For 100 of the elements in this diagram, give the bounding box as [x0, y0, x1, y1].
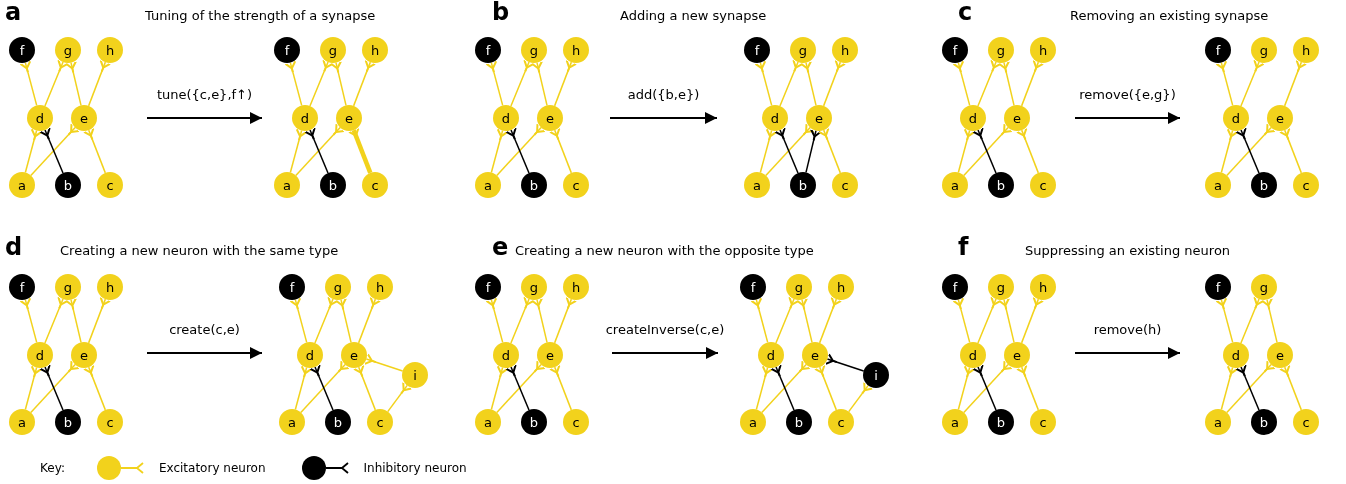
synapse-connection: [505, 127, 530, 174]
synapse-connection: [1240, 59, 1265, 107]
synapse-connection: [485, 60, 504, 107]
panel-title: Removing an existing synapse: [1070, 9, 1269, 22]
synapse-connection: [309, 59, 334, 107]
synapse-connection: [289, 128, 308, 174]
synapse-connection: [1235, 127, 1260, 174]
synapse-connection: [490, 365, 509, 411]
synapse-connection: [485, 297, 504, 344]
synapse-connection: [977, 59, 1002, 107]
synapse-connection: [1215, 297, 1234, 344]
synapse-connection: [1279, 364, 1303, 411]
panel-letter: e: [492, 235, 509, 259]
synapse-connection: [295, 123, 345, 177]
synapse-connection: [822, 59, 847, 107]
synapse-connection: [44, 296, 69, 344]
synapse-connection: [770, 364, 795, 411]
synapse-connection: [1235, 364, 1260, 411]
synapse-connection: [289, 297, 308, 344]
synapse-connection: [553, 296, 578, 344]
synapse-connection: [531, 60, 548, 107]
panel-title: Tuning of the strength of a synapse: [145, 9, 376, 22]
key-label: Key:: [40, 460, 65, 477]
panel-letter: d: [5, 235, 23, 259]
synapse-connection: [805, 128, 822, 174]
synapse-connection: [1226, 360, 1276, 414]
synapse-connection: [549, 127, 573, 174]
synapse-connection: [309, 364, 334, 411]
synapse-connection: [963, 360, 1013, 414]
synapse-connection: [848, 381, 874, 413]
synapse-connection: [496, 360, 546, 414]
operation-label: create(c,e): [169, 323, 240, 336]
synapse-connection: [44, 59, 69, 107]
synapse-connection: [24, 128, 43, 174]
synapse-connection: [957, 365, 976, 411]
synapse-connection: [39, 364, 64, 411]
panel-letter: a: [5, 0, 22, 24]
legend-label: Excitatory neuron: [158, 460, 266, 477]
synapse-connection: [490, 128, 509, 174]
synapse-connection: [549, 364, 573, 411]
operation-label: tune({c,e},f↑): [156, 88, 253, 101]
synapse-connection: [387, 381, 413, 413]
synapse-connection: [65, 60, 82, 107]
synapse-connection: [952, 60, 971, 107]
operation-label: add({b,e}): [627, 88, 700, 101]
synapse-connection: [83, 127, 107, 174]
synapse-connection: [957, 128, 976, 174]
synapse-connection: [348, 127, 373, 174]
synapse-connection: [818, 296, 843, 344]
synapse-connection: [353, 364, 377, 411]
synapse-connection: [87, 59, 112, 107]
synapse-connection: [963, 123, 1013, 177]
synapse-connection: [352, 59, 377, 107]
synapse-connection: [765, 123, 815, 177]
synapse-connection: [1240, 296, 1265, 344]
synapse-connection: [800, 60, 817, 107]
operation-label: remove(h): [1093, 323, 1162, 336]
synapse-connection: [83, 364, 107, 411]
synapse-connection: [65, 297, 82, 344]
synapse-connection: [304, 127, 329, 174]
synapse-connection: [300, 360, 350, 414]
synapse-connection: [1020, 59, 1045, 107]
synapse-connection: [1279, 127, 1303, 174]
synapse-connection: [39, 127, 64, 174]
panel-letter: c: [958, 0, 973, 24]
synapse-connection: [759, 128, 778, 174]
synapse-connection: [294, 365, 313, 411]
synapse-connection: [824, 353, 865, 372]
synapse-connection: [1016, 127, 1040, 174]
synapse-connection: [19, 297, 38, 344]
synapse-connection: [775, 296, 800, 344]
synapse-connection: [952, 297, 971, 344]
synapse-connection: [1261, 297, 1278, 344]
synapse-connection: [357, 296, 382, 344]
synapse-connection: [510, 296, 535, 344]
synapse-connection: [30, 123, 80, 177]
synapse-connection: [1283, 59, 1308, 107]
operation-label: createInverse(c,e): [605, 323, 725, 336]
synapse-connection: [750, 297, 769, 344]
synapse-connection: [553, 59, 578, 107]
synapse-connection: [1220, 128, 1239, 174]
synapse-connection: [24, 365, 43, 411]
synapse-connection: [19, 60, 38, 107]
synapse-connection: [510, 59, 535, 107]
synapse-connection: [818, 127, 842, 174]
synapse-connection: [1020, 296, 1045, 344]
synapse-connection: [314, 296, 339, 344]
synapse-connection: [363, 353, 404, 372]
synapse-connection: [998, 60, 1015, 107]
synapse-connection: [284, 60, 303, 107]
operation-label: remove({e,g}): [1079, 88, 1176, 101]
panel-letter: f: [958, 235, 969, 259]
synapse-connection: [1215, 60, 1234, 107]
synapse-connection: [1220, 365, 1239, 411]
synapse-connection: [30, 360, 80, 414]
legend-label: Inhibitory neuron: [363, 460, 467, 477]
synapse-connection: [505, 364, 530, 411]
panel-letter: b: [492, 0, 510, 24]
synapse-connection: [814, 364, 838, 411]
synapse-connection: [779, 59, 804, 107]
